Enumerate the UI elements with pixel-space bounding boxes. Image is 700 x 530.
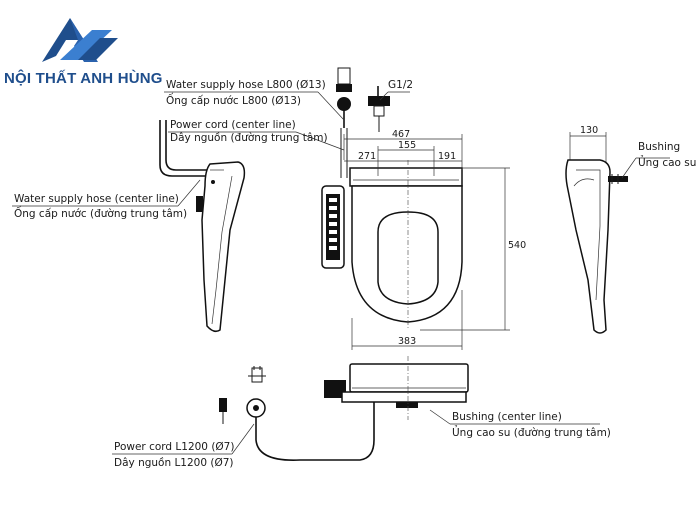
brand-logo-icon	[42, 18, 118, 62]
right-side-profile	[565, 132, 628, 334]
bushing-label-en: Bushing	[638, 141, 680, 153]
power-cord-label-en: Power cord L1200 (Ø7)	[114, 441, 234, 453]
leader-lines	[12, 91, 670, 455]
water-center-label-en: Water supply hose (center line)	[14, 193, 179, 205]
power-center-label-vi: Dây nguồn (đường trung tâm)	[170, 132, 328, 144]
dim-left-offset: 271	[358, 151, 376, 162]
bushing-center-label-en: Bushing (center line)	[452, 411, 562, 423]
water-supply-hose	[336, 67, 352, 178]
water-center-label-vi: Ống cấp nước (đường trung tâm)	[14, 206, 187, 220]
dim-overall-width: 467	[392, 129, 410, 140]
dim-center-span: 155	[398, 140, 416, 151]
dim-side-depth: 130	[580, 125, 598, 136]
water-hose-label-vi: Ống cấp nước L800 (Ø13)	[166, 93, 301, 107]
g12-fitting	[368, 86, 390, 132]
front-view-seat	[324, 356, 469, 420]
left-side-profile	[159, 120, 246, 333]
dim-seat-width: 383	[398, 336, 416, 347]
brand-name: NỘI THẤT ANH HÙNG	[4, 70, 163, 87]
dim-length: 540	[508, 240, 526, 251]
top-view-seat	[321, 134, 510, 350]
water-hose-label-en: Water supply hose L800 (Ø13)	[166, 79, 326, 91]
dim-right-offset: 191	[438, 151, 456, 162]
bushing-label-vi: Ủng cao su	[638, 155, 696, 169]
bushing-center-label-vi: Ủng cao su (đường trung tâm)	[452, 425, 611, 439]
power-center-label-en: Power cord (center line)	[170, 119, 296, 131]
power-cord	[219, 366, 375, 461]
fitting-label: G1/2	[388, 79, 413, 91]
power-cord-label-vi: Dây nguồn L1200 (Ø7)	[114, 457, 234, 469]
